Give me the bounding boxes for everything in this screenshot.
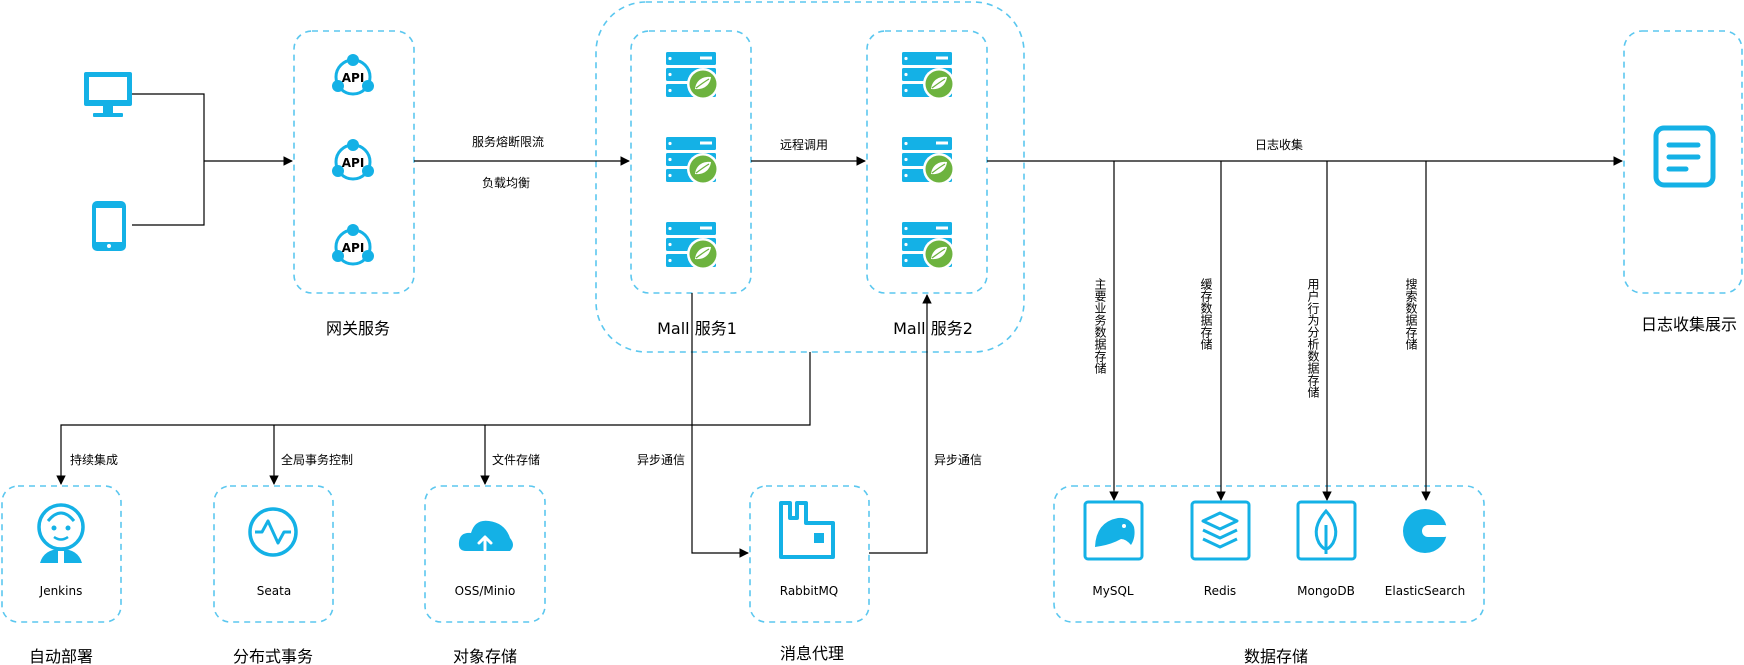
mall1-box [630,30,752,294]
spring-server-icon [665,136,720,186]
redis-label: Redis [1204,584,1236,598]
async-msg-label-2: 异步通信 [934,453,982,467]
log-document-icon [1653,125,1716,188]
file-storage-label: 文件存储 [492,452,540,467]
spring-server-icon [901,136,956,186]
jenkins-label: Jenkins [39,584,83,598]
ci-label: 持续集成 [70,452,118,467]
mall2-box [866,30,988,294]
main-data-storage-label: 主要业务数据存储 [1093,278,1107,374]
seata-icon [248,507,298,557]
log-display-box [1623,30,1743,294]
circuit-breaker-label: 服务熔断限流 [472,134,544,149]
mall2-title: Mall 服务2 [893,319,973,338]
mongodb-icon [1296,500,1357,561]
spring-server-icon [665,221,720,271]
cloud-upload-icon [458,520,513,552]
mysql-icon [1083,500,1144,561]
object-storage-title: 对象存储 [453,647,517,665]
mongodb-label: MongoDB [1297,584,1355,598]
spring-server-icon [901,51,956,101]
data-storage-title: 数据存储 [1244,647,1308,665]
client-connector [132,93,293,226]
api-icon: API [330,137,376,181]
remote-call-label: 远程调用 [780,137,828,152]
cache-storage-label: 缓存数据存储 [1199,278,1213,350]
redis-icon [1190,500,1251,561]
svg-text:API: API [342,71,365,85]
svg-text:API: API [342,156,365,170]
distributed-tx-title: 分布式事务 [233,647,313,665]
oss-label: OSS/Minio [455,584,516,598]
load-balance-label: 负载均衡 [482,176,530,190]
elasticsearch-icon [1403,509,1450,553]
data-storage-box [1053,485,1485,623]
seata-label: Seata [257,584,291,598]
gateway-box [293,30,415,294]
monitor-icon [84,72,132,117]
mall1-to-rabbitmq-edge [691,293,749,558]
mobile-phone-icon [92,201,126,251]
rabbitmq-to-mall2-edge [869,294,932,554]
svg-text:API: API [342,241,365,255]
api-icon: API [330,222,376,266]
async-msg-label-1: 异步通信 [637,453,685,467]
log-display-title: 日志收集展示 [1641,315,1737,334]
global-tx-label: 全局事务控制 [281,452,353,467]
elasticsearch-label: ElasticSearch [1385,584,1465,598]
rabbitmq-box [749,485,870,623]
spring-server-icon [901,221,956,271]
oss-box [424,485,546,623]
auto-deploy-title: 自动部署 [29,647,93,665]
search-storage-label: 搜索数据存储 [1404,277,1418,350]
message-broker-title: 消息代理 [780,644,844,663]
log-collect-label: 日志收集 [1255,137,1303,152]
mysql-label: MySQL [1092,584,1134,598]
rabbitmq-icon [779,501,835,559]
behavior-storage-label: 用户行为分析数据存储 [1306,278,1320,398]
rabbitmq-label: RabbitMQ [780,584,839,598]
mall1-title: Mall 服务1 [657,319,737,338]
api-icon: API [330,52,376,96]
mall-cluster-box [595,1,1025,353]
jenkins-icon [37,503,85,563]
deploy-connector [56,352,811,485]
spring-server-icon [665,51,720,101]
gateway-title: 网关服务 [326,319,390,338]
